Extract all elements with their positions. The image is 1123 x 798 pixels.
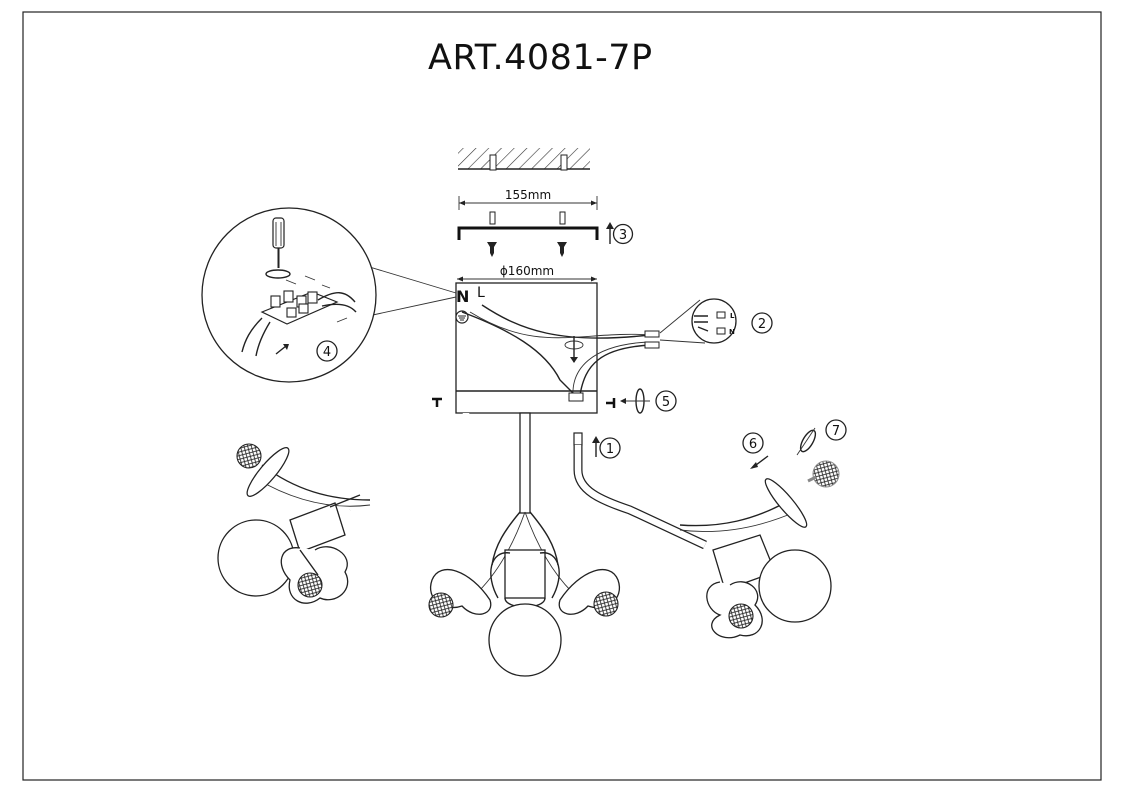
up-arrow-icon bbox=[592, 436, 600, 457]
live-label: L bbox=[477, 285, 485, 301]
detail-neutral-label: N bbox=[729, 328, 735, 336]
step-1-marker: 1 bbox=[573, 432, 621, 459]
step-2-marker: 2 bbox=[751, 312, 773, 334]
wall-anchor bbox=[489, 211, 496, 225]
left-arm bbox=[217, 413, 470, 604]
svg-text:3: 3 bbox=[619, 228, 627, 243]
model-title: ART.4081-7P bbox=[428, 38, 653, 78]
center-left-flower bbox=[428, 569, 492, 618]
step-4-marker: 4 bbox=[316, 340, 338, 362]
center-right-flower bbox=[558, 569, 621, 617]
up-arrow-icon bbox=[606, 222, 614, 244]
side-screw-icon bbox=[606, 398, 616, 408]
plate-width-label: 155mm bbox=[505, 188, 551, 202]
side-screw-icon bbox=[432, 397, 442, 407]
rotate-arrow-icon bbox=[265, 269, 291, 279]
svg-text:2: 2 bbox=[758, 317, 766, 332]
canopy-diameter-label: ϕ160mm bbox=[500, 264, 554, 278]
rotate-arrow-icon bbox=[620, 388, 650, 414]
canopy: N L bbox=[455, 282, 660, 414]
svg-text:4: 4 bbox=[323, 345, 331, 360]
screw-icon bbox=[487, 242, 497, 257]
step-5-marker: 5 bbox=[655, 390, 677, 412]
svg-text:5: 5 bbox=[662, 395, 670, 410]
wall-anchor bbox=[559, 211, 566, 225]
neutral-label: N bbox=[456, 287, 469, 306]
svg-text:1: 1 bbox=[606, 442, 614, 457]
ground-symbol-icon bbox=[455, 310, 469, 324]
rotate-arrow-icon bbox=[564, 336, 584, 363]
step-7-marker: 7 bbox=[796, 419, 847, 456]
mesh-ball-part bbox=[807, 460, 840, 488]
detail-live-label: L bbox=[730, 312, 735, 320]
terminal-block-detail bbox=[201, 207, 457, 383]
svg-text:7: 7 bbox=[832, 424, 840, 439]
mounting-plate: 155mm bbox=[457, 188, 599, 257]
page-frame bbox=[22, 11, 1102, 781]
screw-icon bbox=[557, 242, 567, 257]
ceiling bbox=[458, 148, 590, 171]
wire-connection-detail: L N bbox=[659, 298, 737, 344]
screwdriver-icon bbox=[272, 217, 285, 268]
svg-text:6: 6 bbox=[749, 437, 757, 452]
step-6-marker: 6 bbox=[742, 432, 769, 469]
step-3-marker: 3 bbox=[606, 222, 634, 245]
center-arm bbox=[477, 412, 573, 677]
right-arm bbox=[573, 445, 832, 639]
